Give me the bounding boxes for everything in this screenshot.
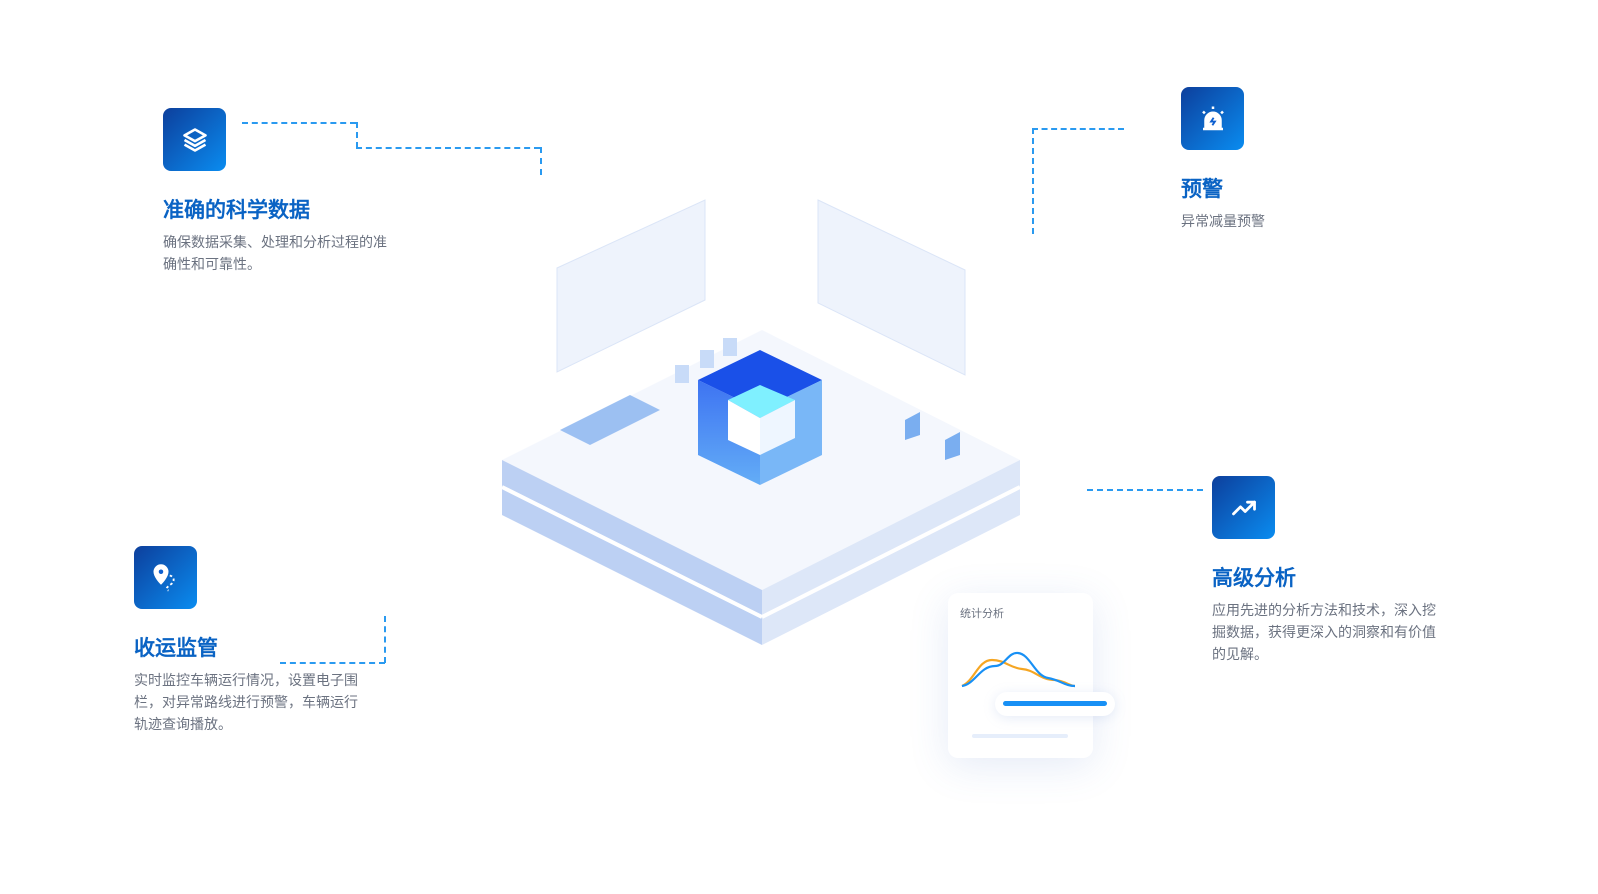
floating-panel-right <box>817 199 966 376</box>
floating-panel-left <box>556 199 706 373</box>
connector-line <box>1032 128 1124 130</box>
connector-line <box>1087 489 1203 491</box>
connector-line <box>1032 128 1034 234</box>
location-icon <box>134 546 197 609</box>
feature-title: 预警 <box>1181 177 1223 201</box>
feature-description: 异常减量预警 <box>1181 214 1265 230</box>
feature-title: 准确的科学数据 <box>163 198 310 222</box>
alarm-icon <box>1181 87 1244 150</box>
connector-line <box>356 122 358 148</box>
connector-line <box>242 122 356 124</box>
feature-title: 收运监管 <box>134 636 218 660</box>
glass-cube <box>698 350 822 485</box>
card-label: 统计分析 <box>960 607 1004 620</box>
feature-description: 实时监控车辆运行情况，设置电子围栏，对异常路线进行预警，车辆运行轨迹查询播放。 <box>134 673 358 733</box>
feature-description: 应用先进的分析方法和技术，深入挖掘数据，获得更深入的洞察和有价值的见解。 <box>1212 603 1436 663</box>
connector-line <box>280 662 385 664</box>
side-machines <box>560 338 960 460</box>
layers-icon <box>163 108 226 171</box>
trend-icon <box>1212 476 1275 539</box>
connector-line <box>356 147 540 149</box>
feature-description: 确保数据采集、处理和分析过程的准确性和可靠性。 <box>163 235 387 273</box>
connector-line <box>540 147 542 175</box>
connector-line <box>384 616 386 663</box>
feature-title: 高级分析 <box>1212 566 1296 590</box>
